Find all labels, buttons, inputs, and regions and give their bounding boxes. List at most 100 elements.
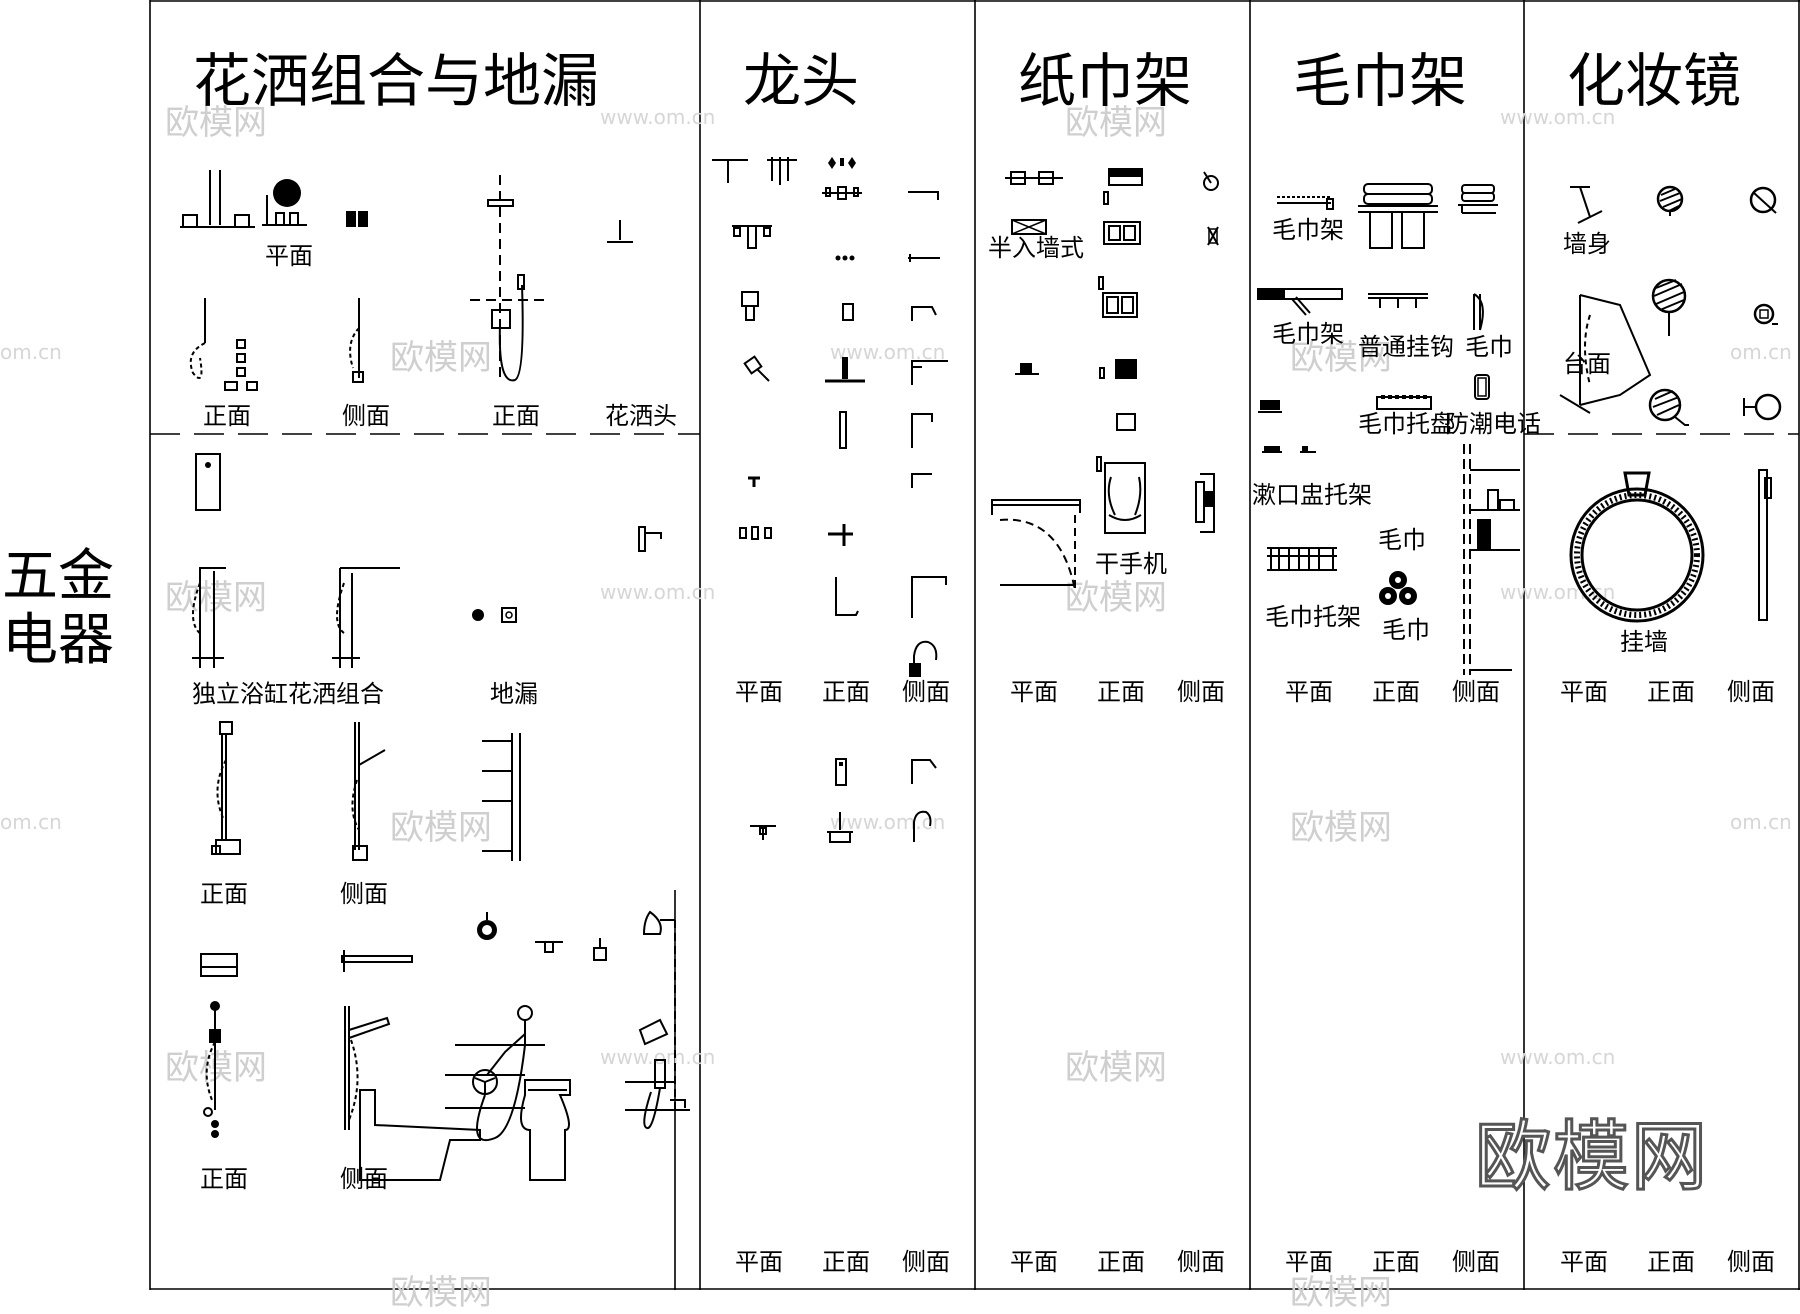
bathtub-shower-front-symbol xyxy=(192,567,226,668)
shower-head-side-symbol xyxy=(607,220,633,243)
holder-front-symbol xyxy=(1099,359,1137,379)
section-title-towel-rack: 毛巾架 xyxy=(1293,47,1468,115)
label-plan: 平面 xyxy=(1010,678,1058,706)
towel-rack-shelf-symbol xyxy=(1267,547,1337,571)
watermark-url: www.om.cn xyxy=(830,810,946,834)
label-wall: 墙身 xyxy=(1563,230,1611,258)
watermark-logo: 欧模网 xyxy=(165,103,267,143)
hand-dryer-plan-symbol xyxy=(991,499,1081,591)
label-shower-head: 花洒头 xyxy=(605,402,677,430)
label-plan: 平面 xyxy=(735,678,783,706)
label-side: 侧面 xyxy=(340,880,388,908)
mixer-front-symbol xyxy=(741,291,759,321)
label-semi-recessed: 半入墙式 xyxy=(988,234,1084,262)
wall-valve-plan-symbol xyxy=(200,953,238,977)
watermark-logo: 欧模网 xyxy=(390,338,492,378)
towel-rack-elevation-symbol xyxy=(1463,444,1520,675)
rain-shower-head-symbol xyxy=(477,912,497,940)
towel-shelf-side-symbol xyxy=(1458,184,1498,214)
floor-drain-symbol xyxy=(472,607,517,623)
shower-arm-symbol xyxy=(535,941,563,953)
two-handle-faucet-symbol xyxy=(827,812,853,843)
label-front: 正面 xyxy=(492,402,540,430)
watermark-url: www.om.cn xyxy=(600,1045,716,1069)
shower-head-symbol xyxy=(593,938,607,961)
towel-tray-symbol xyxy=(1376,395,1432,410)
holder-box-symbol xyxy=(1116,413,1136,431)
label-towel-rack: 毛巾架 xyxy=(1272,216,1344,244)
label-front: 正面 xyxy=(1647,1248,1695,1276)
vessel-faucet-front-symbol xyxy=(839,411,847,449)
mirror-front-symbol xyxy=(1656,185,1684,216)
bathroom-elevation-drawing xyxy=(359,1005,690,1181)
towel-ring-side-symbol xyxy=(1473,293,1484,331)
floor-drain-plan-symbol xyxy=(195,453,221,511)
section-title-faucet: 龙头 xyxy=(743,47,860,115)
label-countertop: 台面 xyxy=(1563,350,1611,378)
paper-holder-front-symbol xyxy=(1108,168,1143,186)
double-holder-front-symbol xyxy=(1103,191,1141,245)
bidet-faucet-plan-symbol xyxy=(748,476,760,487)
paper-holder-plan-symbol xyxy=(1005,171,1063,185)
label-side: 侧面 xyxy=(1727,1248,1775,1276)
wall-faucet-plan-symbol xyxy=(739,526,772,540)
label-plan: 平面 xyxy=(1010,1248,1058,1276)
watermark-url: www.om.cn xyxy=(600,580,716,604)
label-towel: 毛巾 xyxy=(1382,616,1430,644)
rolled-towels-symbol xyxy=(1379,571,1417,605)
section-title-shower: 花洒组合与地漏 xyxy=(193,47,600,115)
label-phone-holder: 防潮电话 xyxy=(1445,410,1541,438)
towel-bar-with-towel-symbol xyxy=(1257,288,1343,316)
section-title-mirror: 化妆镜 xyxy=(1567,47,1742,115)
label-plan: 平面 xyxy=(735,1248,783,1276)
vessel-faucet-side-symbol xyxy=(911,413,933,448)
label-side: 侧面 xyxy=(1452,1248,1500,1276)
tray-plan-symbol xyxy=(1258,400,1282,413)
cup-holder-plan-symbol xyxy=(1262,446,1316,453)
label-towel: 毛巾 xyxy=(1378,526,1426,554)
three-hole-faucet-plan-symbol xyxy=(822,157,862,200)
label-side: 侧面 xyxy=(902,678,950,706)
side-label: 五金 电器 xyxy=(2,544,114,674)
basin-mixer-side-symbol xyxy=(911,759,937,784)
tall-spout-side-symbol xyxy=(911,576,947,618)
hand-dryer-front-symbol xyxy=(1096,456,1146,534)
shower-rail-front-symbol xyxy=(211,721,241,855)
watermark-url: www.om.cn xyxy=(1500,1045,1616,1069)
label-towel: 毛巾 xyxy=(1465,333,1513,361)
magnifying-mirror-front-symbol xyxy=(1648,388,1689,426)
gooseneck-faucet-side-symbol xyxy=(913,810,932,842)
basin-faucet-side-symbol xyxy=(911,306,937,321)
roll-holder-front-symbol xyxy=(1098,276,1138,318)
label-front: 正面 xyxy=(1097,1248,1145,1276)
towel-bar-plan-symbol xyxy=(1277,196,1334,210)
label-side: 侧面 xyxy=(1177,678,1225,706)
label-front: 正面 xyxy=(1647,678,1695,706)
table-mirror-front-symbol xyxy=(1651,278,1687,336)
wall-mirror-plan-symbol xyxy=(1570,186,1603,224)
mirror-side-symbol xyxy=(1749,186,1777,214)
label-wall-mounted: 挂墙 xyxy=(1620,628,1668,656)
label-towel-rack: 毛巾架 xyxy=(1272,320,1344,348)
label-cup-holder: 漱口盅托架 xyxy=(1252,481,1372,509)
bidet-faucet-side-symbol xyxy=(911,473,932,488)
watermark-url: om.cn xyxy=(0,340,62,364)
label-plan: 平面 xyxy=(1560,1248,1608,1276)
watermark-logo: 欧模网 xyxy=(1065,578,1167,618)
label-robe-hook: 普通挂钩 xyxy=(1358,333,1454,361)
label-front: 正面 xyxy=(200,1165,248,1193)
label-side: 侧面 xyxy=(342,402,390,430)
label-front: 正面 xyxy=(822,678,870,706)
watermark-url: www.om.cn xyxy=(1500,105,1616,129)
handheld-shower-front-symbol xyxy=(189,298,258,391)
label-front: 正面 xyxy=(822,1248,870,1276)
watermark-logo: 欧模网 xyxy=(1065,1048,1167,1088)
small-faucet-symbol xyxy=(842,303,854,321)
label-front: 正面 xyxy=(203,402,251,430)
shower-rail-side-symbol xyxy=(351,722,386,861)
label-front: 正面 xyxy=(1372,678,1420,706)
label-hand-dryer: 干手机 xyxy=(1095,550,1167,578)
towel-warmer-symbol xyxy=(482,733,521,861)
faucet-plan-symbol xyxy=(180,170,255,228)
